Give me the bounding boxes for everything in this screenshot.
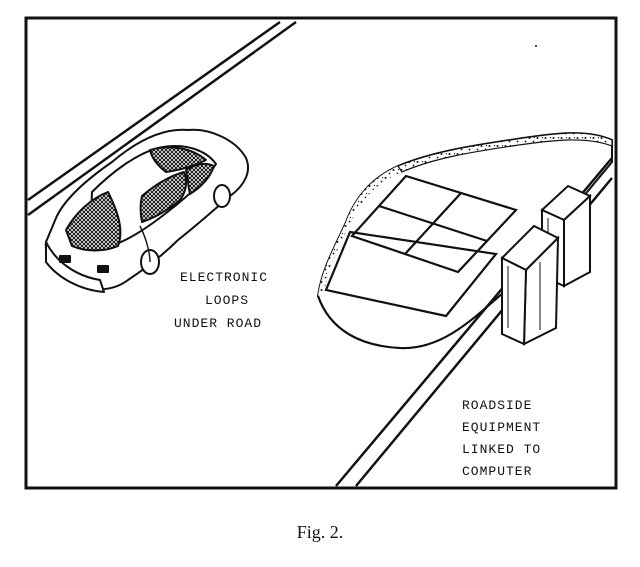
road-edge-line	[27, 20, 297, 217]
roadside-cabinet-front	[500, 224, 560, 346]
speck	[535, 45, 537, 47]
roadside-label-line-3: LINKED TO	[462, 442, 542, 457]
loops-label-line-1: ELECTRONIC	[180, 270, 269, 285]
loops-label-line-3: UNDER ROAD	[174, 316, 263, 331]
figure-caption: Fig. 2.	[296, 522, 344, 542]
roadside-label-line-1: ROADSIDE	[462, 398, 533, 413]
roadside-label-line-4: COMPUTER	[462, 464, 533, 479]
loops-label-line-2: LOOPS	[205, 293, 250, 308]
electronic-loops	[324, 174, 519, 318]
car-illustration	[44, 128, 249, 293]
road-edge-line	[27, 20, 281, 202]
excavation-area	[316, 132, 613, 350]
roadside-label-line-2: EQUIPMENT	[462, 420, 542, 435]
